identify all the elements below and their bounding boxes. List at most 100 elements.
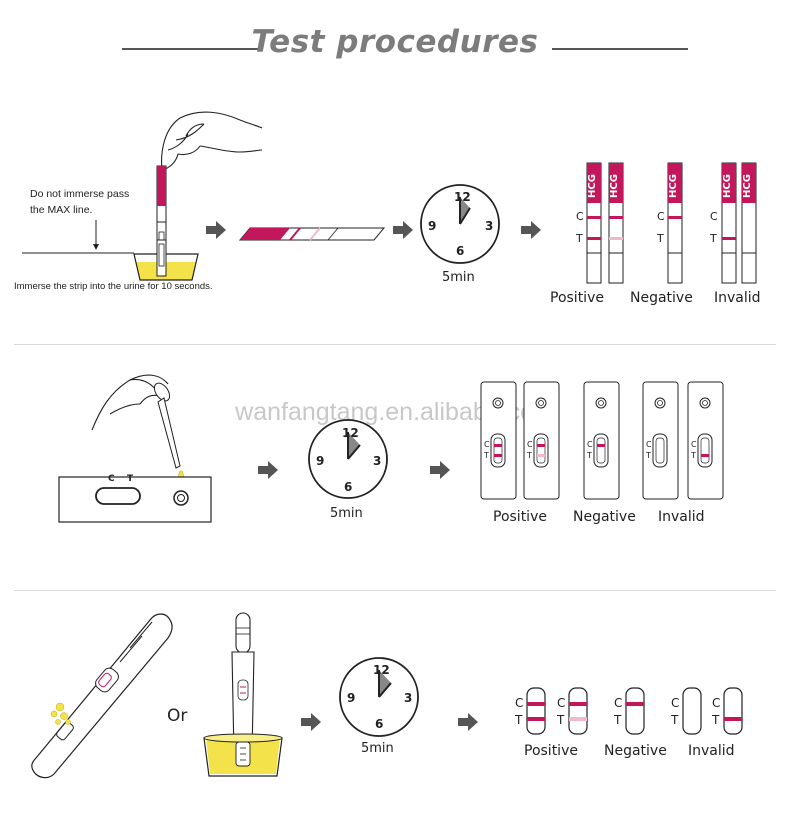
result-strip-positive-1 [586,162,602,284]
test-line-label: T [691,451,696,460]
arrow-icon [521,221,541,239]
test-line-label: T [527,451,532,460]
control-line-label: C [515,696,524,710]
timer-label: 5min [330,506,363,521]
flat-strip-icon [238,227,386,241]
clock-numeral-9: 9 [428,219,437,233]
clock-numeral-6: 6 [375,717,384,731]
test-line-label: T [671,713,679,727]
strip-label-hcg: HCG [587,174,598,198]
strip-label-hcg: HCG [742,174,753,198]
strip-label-hcg: HCG [668,174,679,198]
result-label-positive: Positive [550,290,604,306]
result-window-positive-2 [568,687,588,735]
arrow-icon [258,461,278,479]
control-line-label: C [691,440,697,449]
strip-label-hcg: HCG [722,174,733,198]
test-line-label: T [515,713,523,727]
midstream-cup-icon [203,612,283,777]
result-strip-invalid-1 [721,162,737,284]
result-label-invalid: Invalid [688,743,735,759]
result-strip-positive-2 [608,162,624,284]
control-line-label: C [646,440,652,449]
control-line-label: C [587,440,593,449]
test-line-label: T [484,451,489,460]
result-cassette-invalid-2 [687,381,724,500]
section-divider-2 [14,590,776,591]
clock-numeral-12: 12 [342,426,359,440]
result-cassette-invalid-1 [642,381,679,500]
test-line-label: T [712,713,720,727]
title-rule-left [122,48,262,50]
result-window-negative [625,687,645,735]
clock-numeral-12: 12 [454,190,471,204]
midstream-pen-icon [31,613,173,779]
result-label-negative: Negative [630,290,693,306]
immerse-instruction: Immerse the strip into the urine for 10 … [14,281,213,292]
timer-clock-icon [308,419,388,499]
clock-numeral-6: 6 [344,480,353,494]
strip-label-hcg: HCG [609,174,620,198]
hand-icon [161,111,263,171]
clock-numeral-9: 9 [347,691,356,705]
test-cassette-flat [58,476,212,523]
result-label-invalid: Invalid [714,290,761,306]
section-divider-1 [14,344,776,345]
result-window-positive-1 [526,687,546,735]
or-label: Or [167,706,188,726]
title-rule-right [552,48,688,50]
clock-numeral-3: 3 [485,219,494,233]
arrow-icon [206,221,226,239]
test-line-label: T [557,713,565,727]
immerse-warning-line-1: Do not immerse pass [30,188,130,200]
timer-label: 5min [361,741,394,756]
urine-cup-icon [133,239,199,281]
cassette-test-label: T [127,474,134,484]
result-label-negative: Negative [604,743,667,759]
control-line-label: C [657,210,665,223]
cassette-control-label: C [108,474,115,484]
result-cassette-positive-2 [523,381,560,500]
timer-clock-icon [420,184,500,264]
result-cassette-positive-1 [480,381,517,500]
result-window-invalid-2 [723,687,743,735]
result-cassette-negative [583,381,620,500]
result-label-positive: Positive [524,743,578,759]
result-label-invalid: Invalid [658,509,705,525]
control-line-label: C [576,210,584,223]
arrow-icon [430,461,450,479]
control-line-label: C [557,696,566,710]
clock-numeral-3: 3 [373,454,382,468]
urine-drops-icon [50,702,71,725]
clock-numeral-9: 9 [316,454,325,468]
pointer-arrow-icon [93,220,99,250]
page-title: Test procedures [251,24,539,60]
result-label-negative: Negative [573,509,636,525]
timer-label: 5min [442,270,475,285]
clock-numeral-12: 12 [373,663,390,677]
result-window-invalid-1 [682,687,702,735]
timer-clock-icon [339,657,419,737]
control-line-label: C [527,440,533,449]
arrow-icon [393,221,413,239]
test-line-label: T [646,451,651,460]
test-line-label: T [614,713,622,727]
result-label-positive: Positive [493,509,547,525]
clock-numeral-6: 6 [456,244,465,258]
test-line-label: T [587,451,592,460]
result-strip-negative [667,162,683,284]
test-line-label: T [710,232,717,245]
control-line-label: C [614,696,623,710]
arrow-icon [301,713,321,731]
control-line-label: C [671,696,680,710]
arrow-icon [458,713,478,731]
result-strip-invalid-2 [741,162,757,284]
clock-numeral-3: 3 [404,691,413,705]
immerse-warning-line-2: the MAX line. [30,204,93,216]
control-line-label: C [712,696,721,710]
control-line-label: C [484,440,490,449]
control-line-label: C [710,210,718,223]
test-line-label: T [576,232,583,245]
